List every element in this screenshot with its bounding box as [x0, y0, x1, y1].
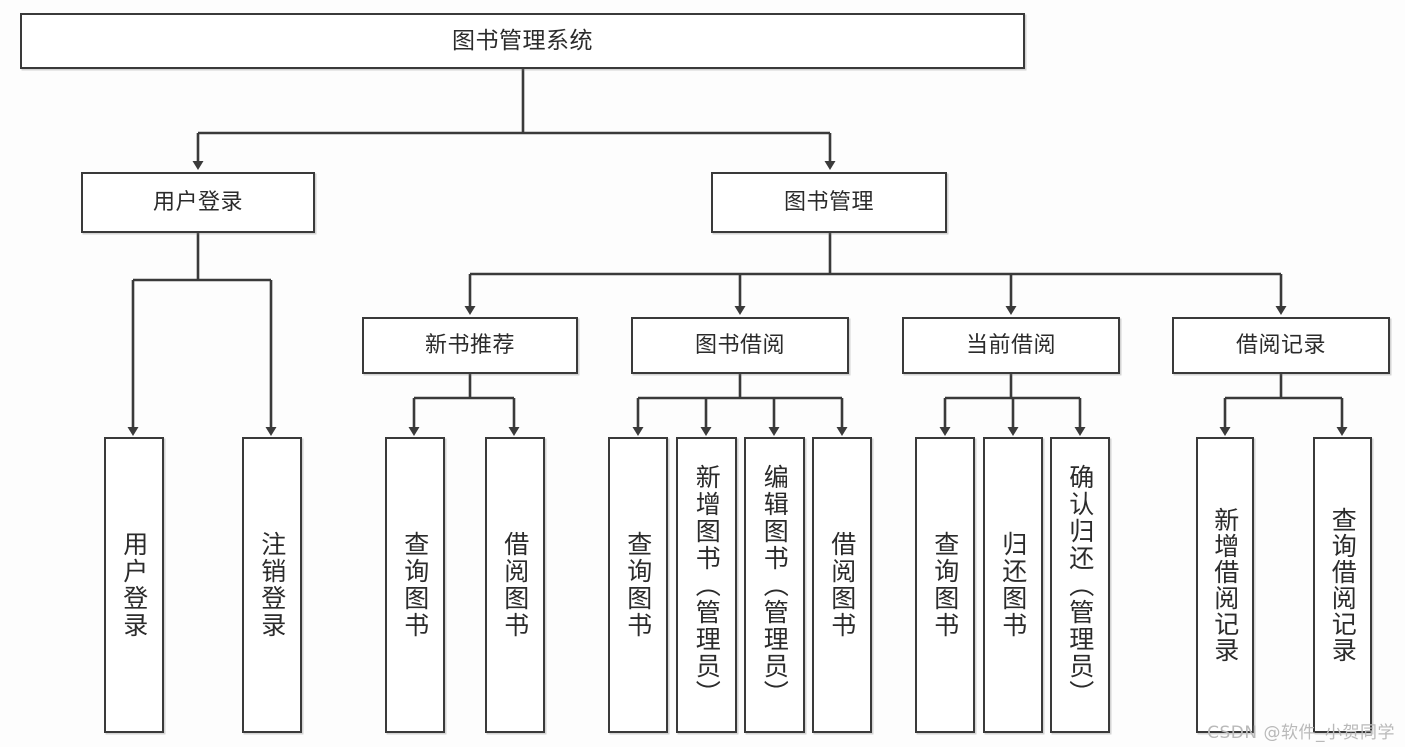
node-current-borrow[interactable]: 当前借阅 — [902, 317, 1120, 374]
node-label: 图书管理 — [783, 189, 874, 215]
node-label: 查询图书 — [400, 531, 430, 639]
node-label: 借阅记录 — [1235, 332, 1326, 358]
node-label: 确认归还（管理员） — [1065, 463, 1095, 707]
node-label: 借阅图书 — [500, 531, 530, 639]
leaf-user-login[interactable]: 用户登录 — [104, 437, 164, 733]
leaf-query-book-borrow[interactable]: 查询图书 — [608, 437, 668, 733]
node-label: 当前借阅 — [965, 332, 1056, 358]
node-label: 查询图书 — [930, 531, 960, 639]
leaf-edit-book-admin[interactable]: 编辑图书（管理员） — [744, 437, 805, 733]
node-label: 查询借阅记录 — [1328, 507, 1358, 663]
leaf-borrow-book-recommend[interactable]: 借阅图书 — [485, 437, 545, 733]
node-label: 图书管理系统 — [452, 27, 593, 54]
node-book-borrow[interactable]: 图书借阅 — [631, 317, 849, 374]
leaf-logout[interactable]: 注销登录 — [242, 437, 302, 733]
leaf-add-book-admin[interactable]: 新增图书（管理员） — [676, 437, 737, 733]
node-borrow-record[interactable]: 借阅记录 — [1172, 317, 1390, 374]
leaf-query-borrow-record[interactable]: 查询借阅记录 — [1313, 437, 1372, 733]
leaf-confirm-return-admin[interactable]: 确认归还（管理员） — [1050, 437, 1110, 733]
csdn-watermark: CSDN @软件_小贺同学 — [1207, 723, 1395, 743]
node-label: 查询图书 — [623, 531, 653, 639]
leaf-query-book-current[interactable]: 查询图书 — [915, 437, 975, 733]
leaf-return-book[interactable]: 归还图书 — [983, 437, 1043, 733]
leaf-query-book-recommend[interactable]: 查询图书 — [385, 437, 445, 733]
node-book-management[interactable]: 图书管理 — [711, 172, 947, 233]
node-label: 归还图书 — [998, 531, 1028, 639]
node-label: 新增图书（管理员） — [692, 463, 722, 707]
node-new-book-recommend[interactable]: 新书推荐 — [362, 317, 578, 374]
node-label: 注销登录 — [257, 531, 287, 639]
node-label: 编辑图书（管理员） — [760, 463, 790, 707]
node-label: 图书借阅 — [694, 332, 785, 358]
node-root-system[interactable]: 图书管理系统 — [20, 13, 1025, 69]
node-label: 用户登录 — [119, 531, 149, 639]
node-user-login[interactable]: 用户登录 — [81, 172, 315, 233]
leaf-borrow-book[interactable]: 借阅图书 — [812, 437, 872, 733]
leaf-add-borrow-record[interactable]: 新增借阅记录 — [1196, 437, 1254, 733]
node-label: 新增借阅记录 — [1210, 507, 1240, 663]
node-label: 用户登录 — [152, 189, 243, 215]
node-label: 借阅图书 — [827, 531, 857, 639]
node-label: 新书推荐 — [424, 332, 515, 358]
